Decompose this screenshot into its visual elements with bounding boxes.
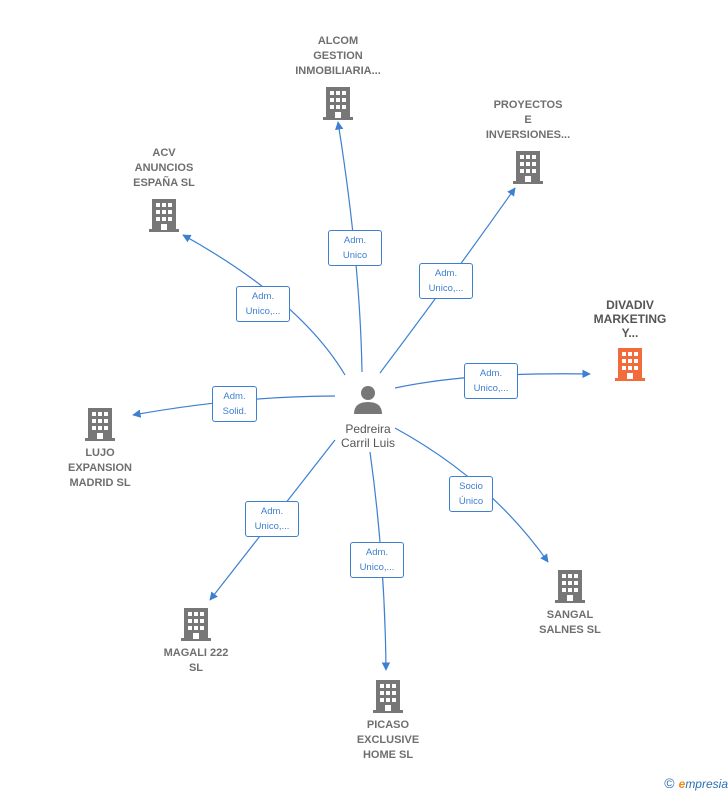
- building-icon: [615, 348, 645, 381]
- brand-logo-text: mpresia: [685, 777, 728, 791]
- node-label: LUJO EXPANSION MADRID SL: [68, 447, 132, 489]
- building-icon: [555, 570, 585, 603]
- building-icon: [323, 87, 353, 120]
- building-icon: [513, 151, 543, 184]
- node-label: ALCOM GESTION INMOBILIARIA...: [295, 35, 381, 77]
- node-lujo[interactable]: LUJO EXPANSION MADRID SL: [40, 406, 160, 491]
- node-label: DIVADIV MARKETING Y...: [593, 298, 667, 340]
- node-acv[interactable]: ACV ANUNCIOS ESPAÑA SL: [104, 146, 224, 233]
- edge-label-sangal[interactable]: Socio Único: [449, 476, 493, 512]
- center-person[interactable]: Pedreira Carril Luis: [318, 384, 418, 450]
- node-divadiv[interactable]: DIVADIV MARKETING Y...: [570, 298, 690, 382]
- node-sangal[interactable]: SANGAL SALNES SL: [510, 568, 630, 638]
- person-icon: [354, 386, 382, 414]
- node-label: SANGAL SALNES SL: [539, 609, 601, 636]
- edge-label-lujo[interactable]: Adm. Solid.: [212, 386, 257, 422]
- node-proyectos[interactable]: PROYECTOS E INVERSIONES...: [468, 98, 588, 185]
- node-label: ACV ANUNCIOS ESPAÑA SL: [133, 147, 195, 189]
- building-icon: [373, 680, 403, 713]
- edge-label-alcom[interactable]: Adm. Unico: [328, 230, 382, 266]
- node-picaso[interactable]: PICASO EXCLUSIVE HOME SL: [328, 678, 448, 763]
- edge-label-picaso[interactable]: Adm. Unico,...: [350, 542, 404, 578]
- building-icon: [85, 408, 115, 441]
- edge-label-acv[interactable]: Adm. Unico,...: [236, 286, 290, 322]
- edge-label-proyectos[interactable]: Adm. Unico,...: [419, 263, 473, 299]
- node-label: PICASO EXCLUSIVE HOME SL: [356, 719, 420, 761]
- center-person-name: Pedreira Carril Luis: [340, 422, 395, 450]
- building-icon: [149, 199, 179, 232]
- edge-label-magali[interactable]: Adm. Unico,...: [245, 501, 299, 537]
- node-label: MAGALI 222 SL: [163, 647, 229, 674]
- node-magali[interactable]: MAGALI 222 SL: [136, 606, 256, 676]
- building-icon: [181, 608, 211, 641]
- brand-footer: ©empresia: [664, 775, 728, 791]
- brand-logo-e: e: [678, 777, 686, 791]
- copyright-icon: ©: [664, 775, 675, 791]
- node-alcom[interactable]: ALCOM GESTION INMOBILIARIA...: [278, 34, 398, 121]
- edge-label-divadiv[interactable]: Adm. Unico,...: [464, 363, 518, 399]
- node-label: PROYECTOS E INVERSIONES...: [485, 99, 571, 141]
